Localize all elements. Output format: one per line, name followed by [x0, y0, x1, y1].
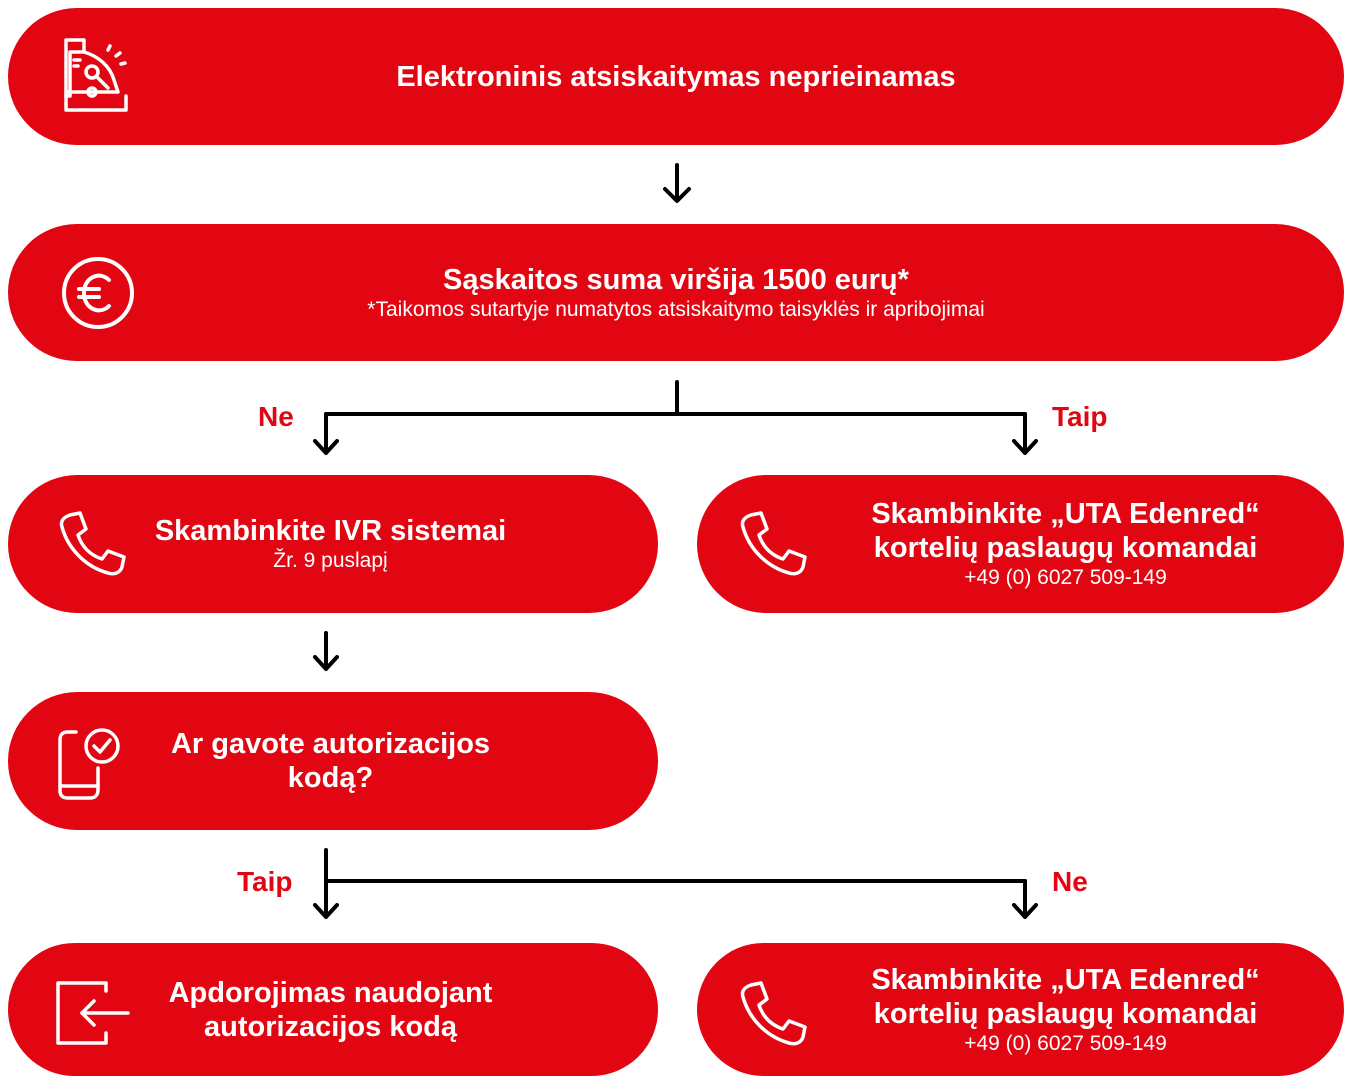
node-title-line-1: Apdorojimas naudojant	[168, 976, 493, 1009]
node-phone-number: +49 (0) 6027 509-149	[964, 566, 1167, 589]
branch-1	[313, 380, 1038, 455]
euro-icon	[62, 257, 134, 329]
cash-register-icon	[64, 38, 128, 112]
arrow-2	[313, 631, 339, 671]
node-title-line-1: Skambinkite „UTA Edenred“	[871, 498, 1260, 530]
node-title: Sąskaitos suma viršija 1500 eurų*	[443, 263, 909, 296]
arrow-1	[663, 163, 691, 203]
node-call-uta-team: Skambinkite „UTA Edenred“ kortelių pasla…	[697, 475, 1344, 613]
node-received-auth-code: Ar gavote autorizacijos kodą?	[8, 692, 658, 830]
phone-icon	[740, 981, 807, 1046]
branch-2-no-label: Ne	[1052, 866, 1088, 897]
node-title-line-1: Ar gavote autorizacijos	[170, 728, 491, 760]
node-invoice-exceeds: Sąskaitos suma viršija 1500 eurų* *Taiko…	[8, 224, 1344, 361]
node-title-line-2: kortelių paslaugų komandai	[873, 997, 1258, 1030]
node-title-line-2: kortelių paslaugų komandai	[873, 532, 1258, 564]
node-title-line-2: kodą?	[287, 762, 374, 794]
branch-2	[313, 848, 1038, 919]
login-arrow-icon	[56, 981, 130, 1045]
node-title-line-2: autorizacijos kodą	[203, 1010, 457, 1043]
node-phone-number: +49 (0) 6027 509-149	[964, 1031, 1167, 1055]
node-electronic-payment-unavailable: Elektroninis atsiskaitymas neprieinamas	[8, 8, 1344, 145]
branch-2-yes-label: Taip	[237, 866, 293, 897]
node-title: Skambinkite IVR sistemai	[154, 515, 507, 547]
node-subtitle: *Taikomos sutartyje numatytos atsiskaity…	[367, 297, 985, 321]
mobile-check-icon	[58, 728, 120, 800]
phone-icon	[740, 511, 807, 576]
node-call-uta-team-no-code: Skambinkite „UTA Edenred“ kortelių pasla…	[697, 943, 1344, 1076]
node-call-ivr: Skambinkite IVR sistemai Žr. 9 puslapį	[8, 475, 658, 613]
branch-1-no-label: Ne	[258, 401, 294, 432]
branch-1-yes-label: Taip	[1052, 401, 1108, 432]
node-title-line-1: Skambinkite „UTA Edenred“	[871, 963, 1260, 996]
node-process-with-auth-code: Apdorojimas naudojant autorizacijos kodą	[8, 943, 658, 1076]
phone-icon	[59, 511, 126, 576]
node-subtitle: Žr. 9 puslapį	[273, 549, 388, 572]
node-title: Elektroninis atsiskaitymas neprieinamas	[396, 60, 956, 93]
